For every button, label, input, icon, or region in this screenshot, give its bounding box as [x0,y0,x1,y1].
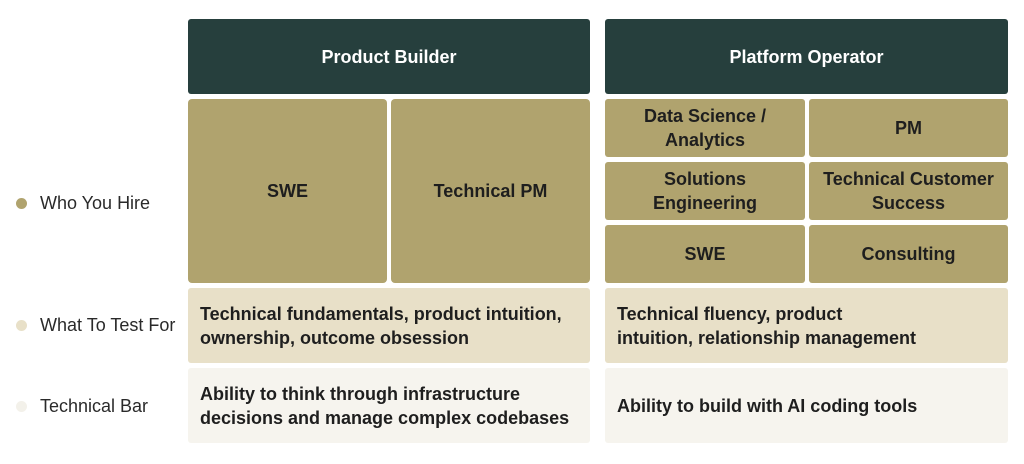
platform-operator-role-pm: PM [809,99,1008,157]
row-dot-icon [16,319,27,331]
row-label-text: What To Test For [40,314,176,335]
platform-operator-role-technical-customer-success: Technical Customer Success [809,162,1008,220]
row-dot-icon [16,400,27,412]
product-builder-test-for: Technical fundamentals, product intuitio… [188,288,590,363]
row-label-who-you-hire: Who You Hire [16,190,150,216]
platform-operator-role-solutions-engineering: Solutions Engineering [605,162,805,220]
product-builder-role-swe: SWE [188,99,387,283]
platform-operator-role-swe: SWE [605,225,805,283]
platform-operator-header: Platform Operator [605,19,1008,94]
row-label-text: Who You Hire [40,192,151,213]
platform-operator-role-consulting: Consulting [809,225,1008,283]
row-label-what-to-test-for: What To Test For [16,312,175,338]
platform-operator-technical-bar: Ability to build with AI coding tools [605,368,1008,443]
platform-operator-role-data-science: Data Science / Analytics [605,99,805,157]
product-builder-header: Product Builder [188,19,590,94]
platform-operator-test-for: Technical fluency, product intuition, re… [605,288,1008,363]
product-builder-technical-bar: Ability to think through infrastructure … [188,368,590,443]
row-dot-icon [16,197,27,209]
row-label-technical-bar: Technical Bar [16,393,148,419]
row-label-text: Technical Bar [40,395,149,416]
product-builder-role-technical-pm: Technical PM [391,99,590,283]
